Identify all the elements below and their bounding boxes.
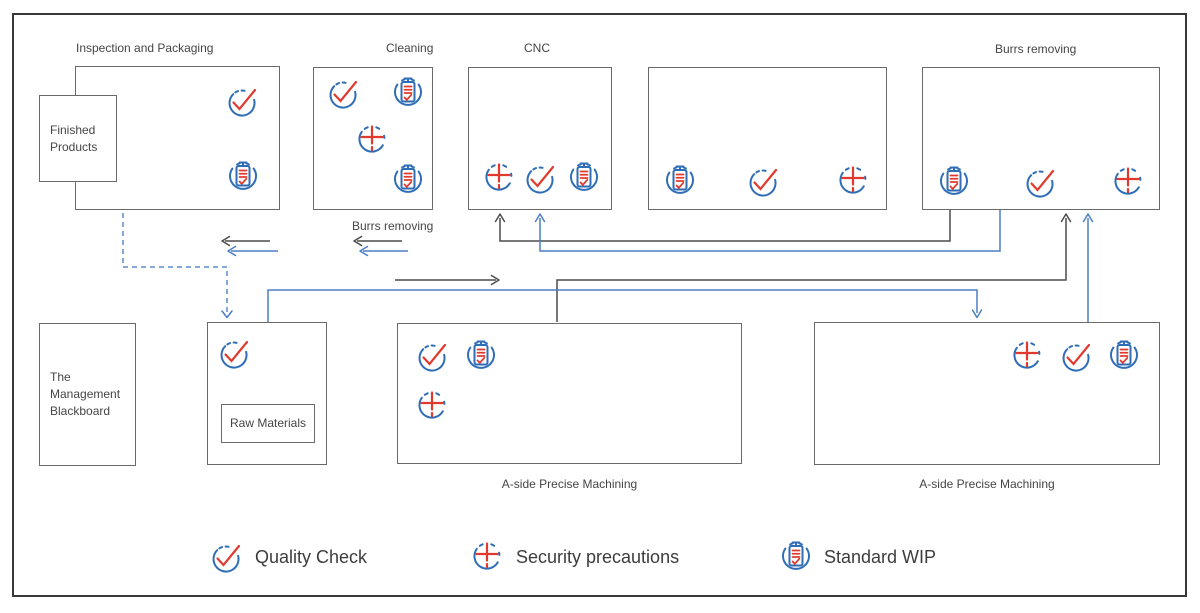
legend-label-security-precautions: Security precautions — [516, 547, 680, 567]
standard-wip-icon — [566, 160, 602, 196]
station-label-burrs-removing: Burrs removing — [995, 42, 1077, 56]
floating-label-burrs-removing-mid: Burrs removing — [352, 219, 434, 233]
security-precautions-icon — [1111, 164, 1147, 200]
station-4 — [648, 67, 887, 210]
standard-wip-icon — [463, 338, 499, 374]
raw-materials-box: Raw Materials — [221, 404, 315, 443]
quality-check-icon — [209, 539, 245, 575]
station-label-cnc: CNC — [524, 41, 550, 55]
standard-wip-icon — [225, 159, 261, 195]
standard-wip-icon — [390, 75, 426, 111]
quality-check-icon — [1059, 338, 1095, 374]
quality-check-icon — [523, 160, 559, 196]
quality-check-icon — [746, 163, 782, 199]
station-label-cleaning: Cleaning — [386, 41, 434, 55]
quality-check-icon — [225, 83, 261, 119]
station-label-aside-left: A-side Precise Machining — [501, 477, 638, 491]
finished-products-label: Finished Products — [50, 122, 98, 154]
security-precautions-icon — [415, 388, 451, 424]
security-precautions-icon — [482, 160, 518, 196]
station-label-inspection-and-packaging: Inspection and Packaging — [76, 41, 214, 55]
security-precautions-icon — [470, 539, 506, 575]
legend-label-quality-check: Quality Check — [255, 547, 368, 567]
outer-frame — [12, 13, 1187, 597]
standard-wip-icon — [1106, 338, 1142, 374]
standard-wip-icon — [662, 163, 698, 199]
station-aside-right — [814, 322, 1160, 465]
legend-label-standard-wip: Standard WIP — [824, 547, 937, 567]
quality-check-icon — [1023, 164, 1059, 200]
management-blackboard-box: The Management Blackboard — [39, 323, 136, 466]
standard-wip-icon — [390, 162, 426, 198]
security-precautions-icon — [836, 163, 872, 199]
security-precautions-icon — [1010, 338, 1046, 374]
raw-materials-label: Raw Materials — [229, 416, 307, 430]
quality-check-icon — [217, 335, 253, 371]
station-label-aside-right: A-side Precise Machining — [919, 477, 1055, 491]
station-cnc — [468, 67, 612, 210]
station-raw-materials-area — [207, 322, 327, 465]
management-blackboard-label: The Management Blackboard — [50, 370, 121, 418]
finished-products-box: Finished Products — [39, 95, 117, 182]
station-burrs-removing — [922, 67, 1160, 210]
security-precautions-icon — [355, 122, 391, 158]
quality-check-icon — [415, 338, 451, 374]
quality-check-icon — [326, 75, 362, 111]
station-cleaning — [313, 67, 433, 210]
standard-wip-icon — [936, 164, 972, 200]
station-aside-left — [397, 323, 742, 464]
standard-wip-icon — [778, 539, 814, 575]
